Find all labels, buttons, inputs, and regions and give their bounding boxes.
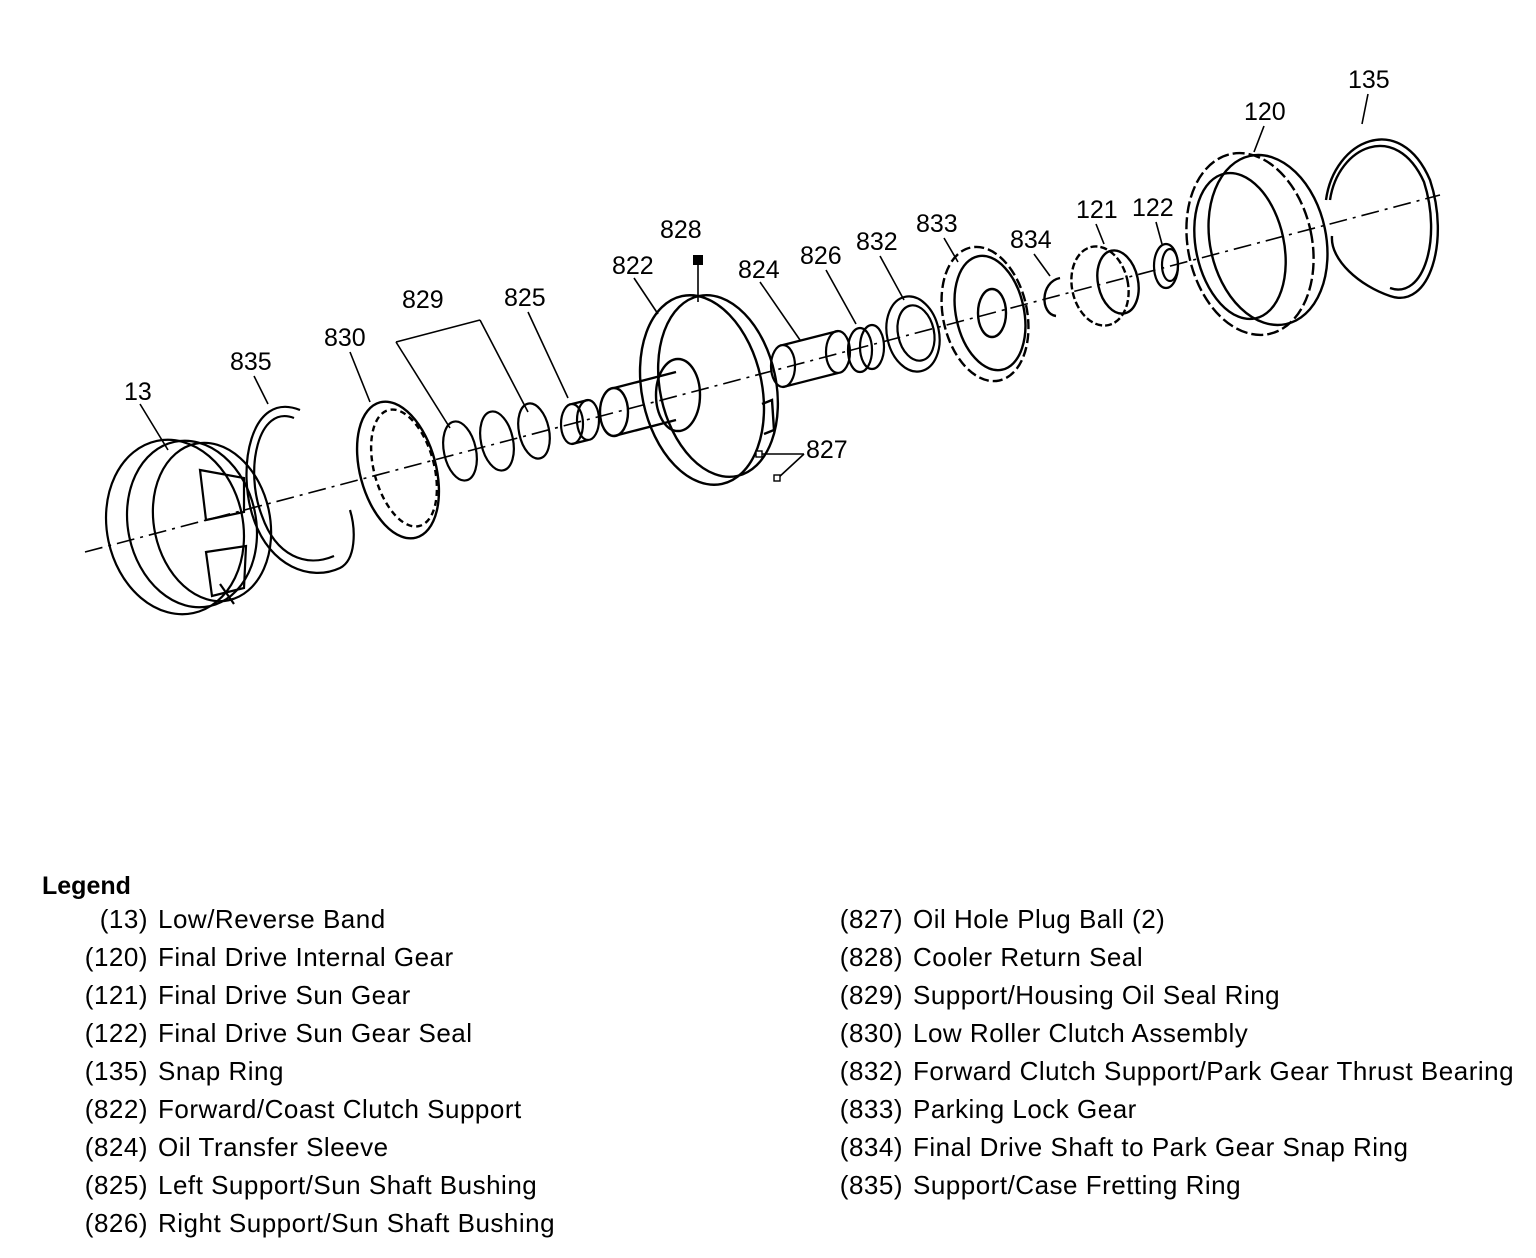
part-825-left-bushing [559, 398, 601, 446]
legend-item-number: (830) [839, 1018, 903, 1048]
legend-item-description: Left Support/Sun Shaft Bushing [158, 1170, 538, 1200]
callout-122: 122 [1132, 194, 1174, 222]
legend-item-number: (135) [84, 1056, 148, 1086]
part-824-oil-transfer-sleeve [769, 329, 852, 389]
legend-item: (828) Cooler Return Seal [815, 941, 1515, 973]
callout-822: 822 [612, 252, 654, 280]
part-833-parking-lock-gear [940, 245, 1030, 383]
callout-832: 832 [856, 228, 898, 256]
callout-120: 120 [1244, 98, 1286, 126]
legend-item-number: (13) [99, 904, 148, 934]
legend-item-number: (829) [839, 980, 903, 1010]
legend-item-description: Forward Clutch Support/Park Gear Thrust … [913, 1056, 1515, 1086]
part-120-internal-gear [1185, 151, 1329, 337]
leader-lines [139, 93, 1369, 479]
legend-item-description: Low/Reverse Band [158, 904, 386, 934]
callout-825: 825 [504, 284, 546, 312]
legend-item-number: (121) [84, 980, 148, 1010]
legend-item-description: Right Support/Sun Shaft Bushing [158, 1208, 556, 1238]
legend-item: (122) Final Drive Sun Gear Seal [60, 1017, 760, 1049]
callout-826: 826 [800, 242, 842, 270]
legend-item-description: Final Drive Shaft to Park Gear Snap Ring [913, 1132, 1409, 1162]
callout-834: 834 [1010, 226, 1052, 254]
part-830-low-roller-clutch [355, 400, 441, 540]
legend-item-description: Oil Hole Plug Ball (2) [913, 904, 1166, 934]
callout-824: 824 [738, 256, 780, 284]
legend-item-number: (120) [84, 942, 148, 972]
legend-item: (13) Low/Reverse Band [60, 903, 760, 935]
legend-item-number: (835) [839, 1170, 903, 1200]
legend-item: (834) Final Drive Shaft to Park Gear Snap… [815, 1131, 1515, 1163]
legend-item: (833) Parking Lock Gear [815, 1093, 1515, 1125]
exploded-parts-diagram: 13 835 830 829 825 822 828 824 826 832 8… [84, 66, 1441, 616]
legend-item: (827) Oil Hole Plug Ball (2) [815, 903, 1515, 935]
legend-right-column: (827) Oil Hole Plug Ball (2) (828) Cooler R… [815, 903, 1515, 1207]
legend-item-description: Final Drive Sun Gear Seal [158, 1018, 473, 1048]
legend-item-number: (826) [84, 1208, 148, 1238]
legend-item-description: Low Roller Clutch Assembly [913, 1018, 1249, 1048]
callout-829: 829 [402, 286, 444, 314]
part-135-snap-ring [1324, 138, 1440, 299]
legend-item: (825) Left Support/Sun Shaft Bushing [60, 1169, 760, 1201]
legend-item-description: Cooler Return Seal [913, 942, 1144, 972]
legend-item-number: (827) [839, 904, 903, 934]
legend-item-number: (834) [839, 1132, 903, 1162]
part-826-right-bushing [846, 323, 886, 374]
legend-item-number: (828) [839, 942, 903, 972]
part-832-thrust-bearing [885, 295, 941, 373]
legend-item: (835) Support/Case Fretting Ring [815, 1169, 1515, 1201]
legend-item-number: (822) [84, 1094, 148, 1124]
callout-830: 830 [324, 324, 366, 352]
legend-item: (135) Snap Ring [60, 1055, 760, 1087]
callout-835: 835 [230, 348, 272, 376]
ball-827-markers [755, 450, 781, 482]
legend-item-description: Support/Housing Oil Seal Ring [913, 980, 1281, 1010]
legend-item: (121) Final Drive Sun Gear [60, 979, 760, 1011]
legend-item: (832) Forward Clutch Support/Park Gear Th… [815, 1055, 1515, 1087]
legend-item-number: (833) [839, 1094, 903, 1124]
part-13-low-reverse-band [104, 438, 273, 616]
part-835-fretting-ring [245, 406, 355, 574]
legend-item-number: (825) [84, 1170, 148, 1200]
part-828-cooler-seal [693, 255, 703, 302]
legend-item: (824) Oil Transfer Sleeve [60, 1131, 760, 1163]
part-121-sun-gear [1070, 245, 1140, 327]
callout-135: 135 [1348, 66, 1390, 94]
part-122-sun-gear-seal [1152, 242, 1180, 290]
part-834-snap-ring [1043, 276, 1061, 318]
legend-item: (830) Low Roller Clutch Assembly [815, 1017, 1515, 1049]
legend-item-description: Forward/Coast Clutch Support [158, 1094, 522, 1124]
legend-item-number: (832) [839, 1056, 903, 1086]
part-829-seal-rings [442, 402, 551, 482]
legend-item: (822) Forward/Coast Clutch Support [60, 1093, 760, 1125]
legend-item-number: (122) [84, 1018, 148, 1048]
callout-827: 827 [806, 436, 848, 464]
legend-item: (826) Right Support/Sun Shaft Bushing [60, 1207, 760, 1239]
legend-item-description: Final Drive Sun Gear [158, 980, 411, 1010]
legend-item-description: Snap Ring [158, 1056, 284, 1086]
callout-121: 121 [1076, 196, 1118, 224]
center-axis [84, 194, 1441, 553]
legend-item: (829) Support/Housing Oil Seal Ring [815, 979, 1515, 1011]
legend-left-column: (13) Low/Reverse Band (120) Final Drive Int… [60, 903, 760, 1245]
legend-title: Legend [42, 872, 131, 900]
callout-828: 828 [660, 216, 702, 244]
legend-item-description: Oil Transfer Sleeve [158, 1132, 389, 1162]
legend-item: (120) Final Drive Internal Gear [60, 941, 760, 973]
legend-item-number: (824) [84, 1132, 148, 1162]
callout-833: 833 [916, 210, 958, 238]
legend-item-description: Final Drive Internal Gear [158, 942, 454, 972]
legend-item-description: Parking Lock Gear [913, 1094, 1137, 1124]
legend-item-description: Support/Case Fretting Ring [913, 1170, 1242, 1200]
callout-13: 13 [124, 378, 152, 406]
part-822-clutch-support [598, 294, 780, 486]
